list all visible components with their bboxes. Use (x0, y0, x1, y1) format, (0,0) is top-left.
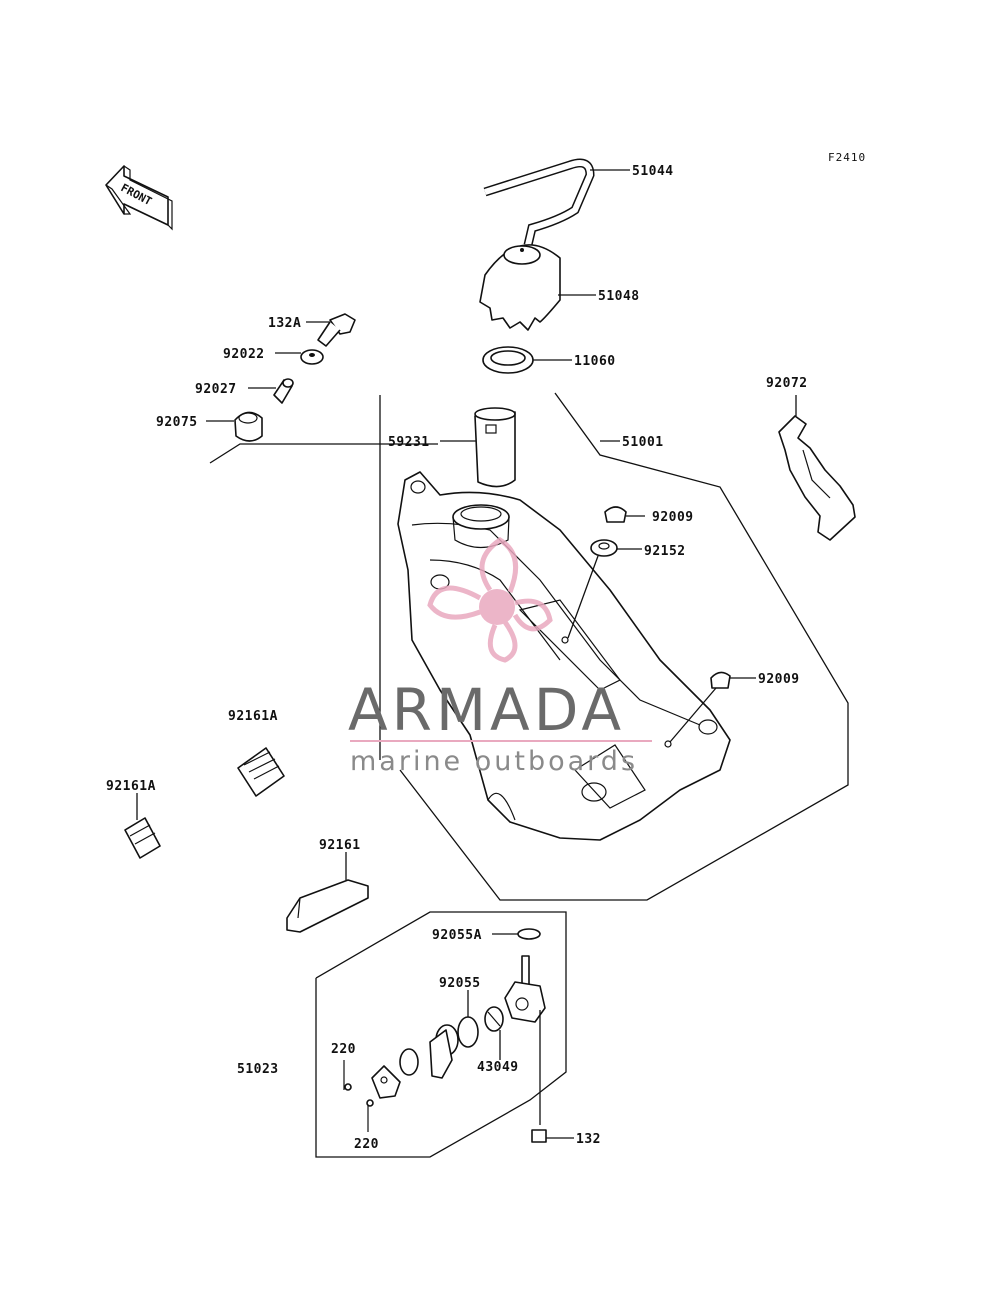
part-label-132: 132 (576, 1132, 601, 1147)
front-arrow-icon: FRONT (105, 165, 173, 231)
strap-92072 (778, 395, 856, 541)
part-label-92072: 92072 (766, 376, 808, 391)
part-label-51044: 51044 (632, 164, 674, 179)
pad-92161 (286, 852, 369, 933)
cap-92009-top (604, 506, 645, 523)
part-label-92161A-lower: 92161A (106, 779, 156, 794)
gasket-43049 (484, 1006, 504, 1060)
screw-220-upper (343, 1060, 352, 1091)
pad-92161A-upper (237, 747, 285, 797)
washer-92022 (275, 349, 324, 365)
part-label-92075: 92075 (156, 415, 198, 430)
tank-assembly-outline (209, 392, 849, 901)
screw-220-lower (366, 1099, 374, 1132)
part-label-92055: 92055 (439, 976, 481, 991)
oring-92055A (492, 928, 541, 940)
fuel-cock-assembly-outline (315, 911, 567, 1158)
part-label-92161A-upper: 92161A (228, 709, 278, 724)
fuel-cap-51048 (479, 244, 596, 331)
part-label-59231: 59231 (388, 435, 430, 450)
part-label-11060: 11060 (574, 354, 616, 369)
part-label-220-upper: 220 (331, 1042, 356, 1057)
fuel-cock-lever (399, 1024, 459, 1079)
part-label-92027: 92027 (195, 382, 237, 397)
cap-92009-right (669, 671, 756, 743)
oring-92055 (457, 990, 479, 1048)
filler-neck-59231 (440, 407, 516, 488)
fuel-cock-body (504, 955, 546, 1125)
grommet-92152 (567, 539, 642, 639)
watermark-logo-icon (427, 537, 553, 663)
part-label-220-lower: 220 (354, 1137, 379, 1152)
collar-92027 (248, 378, 294, 404)
breather-hose-51044 (483, 158, 630, 247)
diagram-code: F2410 (828, 151, 866, 164)
part-label-92009-top: 92009 (652, 510, 694, 525)
part-label-132A: 132A (268, 316, 301, 331)
fuel-tank-body (397, 471, 731, 841)
damper-92075 (206, 411, 263, 442)
part-label-43049: 43049 (477, 1060, 519, 1075)
part-label-92161: 92161 (319, 838, 361, 853)
part-label-51023: 51023 (237, 1062, 279, 1077)
bolt-132 (531, 1129, 574, 1143)
part-label-92022: 92022 (223, 347, 265, 362)
part-label-92055A: 92055A (432, 928, 482, 943)
part-label-51048: 51048 (598, 289, 640, 304)
part-label-51001: 51001 (622, 435, 664, 450)
watermark-subtitle: marine outboards (350, 746, 638, 777)
fuel-cock-plate (371, 1065, 401, 1099)
watermark-title: ARMADA (348, 676, 625, 744)
part-label-92152: 92152 (644, 544, 686, 559)
gasket-11060 (482, 346, 572, 374)
pad-92161A-lower (124, 793, 161, 859)
part-label-92009-right: 92009 (758, 672, 800, 687)
bolt-132A (306, 313, 356, 347)
